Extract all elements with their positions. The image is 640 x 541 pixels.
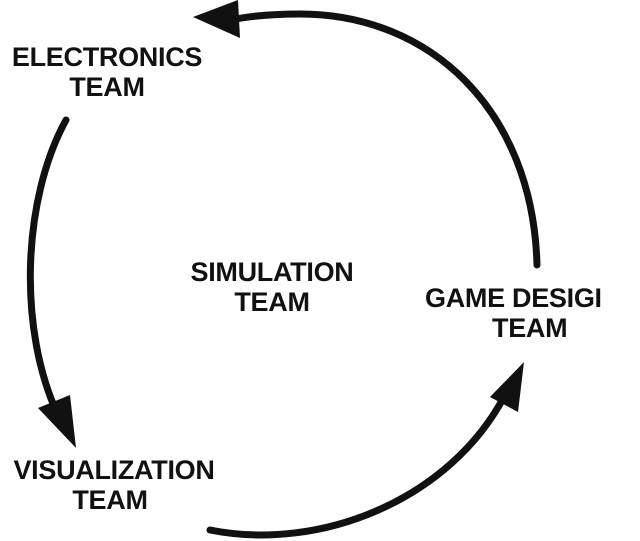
simulation-team-label: SIMULATION TEAM bbox=[172, 257, 372, 317]
label-line: TEAM bbox=[492, 313, 568, 343]
arrowhead-left-icon bbox=[193, 0, 240, 38]
label-line: TEAM bbox=[234, 287, 310, 317]
label-line: SIMULATION bbox=[190, 257, 354, 287]
arrow-electronics-to-visualization bbox=[26, 116, 70, 419]
visualization-team-label: VISUALIZATION TEAM bbox=[0, 455, 228, 515]
game-design-team-label: GAME DESIGI TEAM bbox=[425, 283, 602, 343]
label-line: ELECTRONICS bbox=[11, 42, 203, 72]
label-line: VISUALIZATION bbox=[13, 455, 215, 485]
arrow-game-to-electronics bbox=[226, 10, 541, 269]
arrowhead-up-icon bbox=[490, 362, 524, 412]
arrow-visualization-to-game bbox=[206, 391, 509, 539]
electronics-team-label: ELECTRONICS TEAM bbox=[0, 42, 214, 102]
label-line: TEAM bbox=[72, 485, 148, 515]
arrowhead-down-icon bbox=[38, 395, 76, 448]
label-line: TEAM bbox=[69, 72, 145, 102]
label-line: GAME DESIGI bbox=[425, 283, 602, 313]
